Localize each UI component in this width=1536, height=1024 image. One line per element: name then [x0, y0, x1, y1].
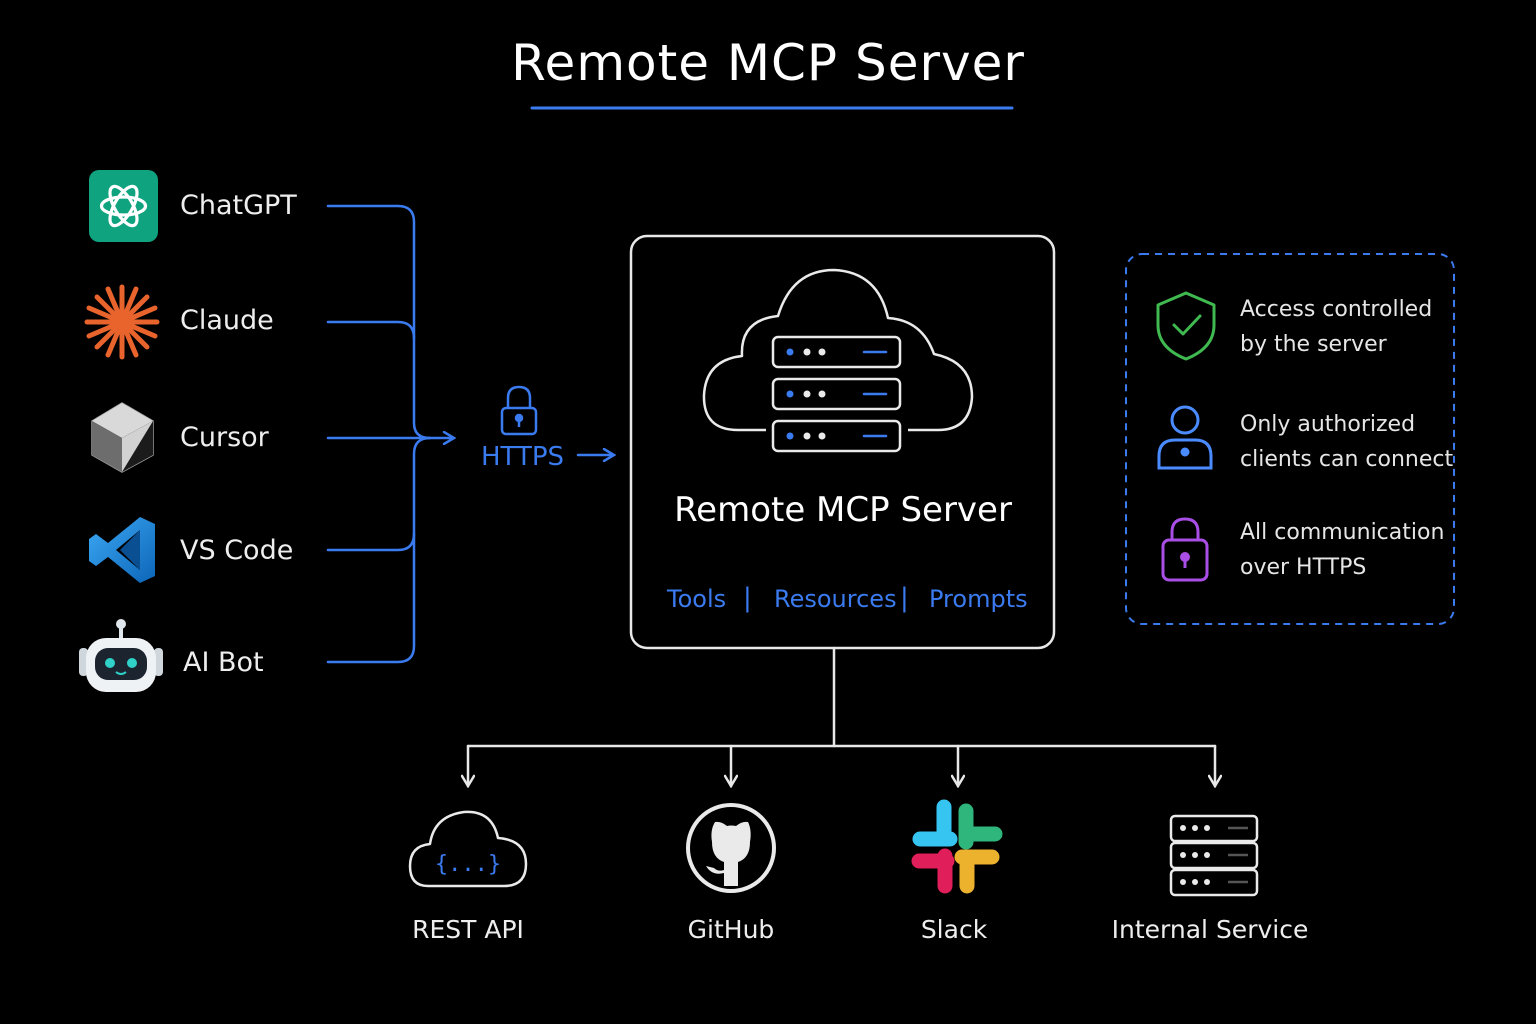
feature-authorized-clients: Only authorized clients can connect: [1240, 407, 1455, 477]
chatgpt-connector: [326, 204, 432, 440]
https-label: HTTPS: [481, 442, 565, 472]
server-rack-icon: [1169, 814, 1259, 897]
github-icon: [686, 803, 776, 893]
feature-https: All communication over HTTPS: [1240, 515, 1455, 585]
client-label-vscode: VS Code: [180, 535, 294, 566]
feature-line: Only authorized: [1240, 412, 1416, 437]
chatgpt-logo-icon: [89, 170, 158, 242]
robot-icon: [79, 619, 163, 692]
feature-access-control: Access controlled by the server: [1240, 292, 1455, 362]
capability-separator: |: [743, 583, 752, 613]
lock-icon: [1161, 517, 1209, 582]
client-label-cursor: Cursor: [180, 422, 269, 453]
page-title: Remote MCP Server: [511, 34, 1025, 92]
capability-prompts: Prompts: [929, 585, 1028, 613]
vscode-connector: [326, 532, 416, 552]
server-box: [629, 234, 1056, 650]
target-label-internal-service: Internal Service: [1111, 915, 1309, 944]
capability-tools: Tools: [667, 585, 727, 613]
capability-separator: |: [900, 583, 909, 613]
feature-line: clients can connect: [1240, 447, 1454, 472]
claude-logo-icon: [84, 284, 160, 360]
https-lock-icon: [500, 385, 538, 436]
client-label-claude: Claude: [180, 305, 274, 336]
vscode-logo-icon: [89, 517, 155, 583]
feature-line: by the server: [1240, 332, 1387, 357]
shield-check-icon: [1156, 291, 1216, 361]
aibot-connector: [326, 436, 432, 664]
slack-icon: [911, 799, 1003, 894]
svg-text:{...}: {...}: [435, 852, 501, 877]
server-label: Remote MCP Server: [674, 490, 1012, 530]
cursor-logo-icon: [91, 402, 154, 473]
user-icon: [1157, 405, 1213, 470]
client-connectors: [326, 204, 454, 664]
feature-line: over HTTPS: [1240, 555, 1367, 580]
claude-connector: [326, 320, 416, 340]
capability-resources: Resources: [774, 585, 897, 613]
security-features-box: [1125, 253, 1455, 625]
target-label-rest-api: REST API: [412, 915, 524, 944]
target-connectors: [468, 646, 1215, 786]
cloud-server-icon: [702, 268, 974, 453]
feature-line: All communication: [1240, 520, 1445, 545]
cloud-api-icon: {...}: [408, 810, 528, 888]
client-label-aibot: AI Bot: [183, 647, 264, 678]
client-label-chatgpt: ChatGPT: [180, 190, 297, 221]
feature-line: Access controlled: [1240, 297, 1433, 322]
target-label-github: GitHub: [687, 915, 775, 944]
target-label-slack: Slack: [920, 915, 988, 944]
